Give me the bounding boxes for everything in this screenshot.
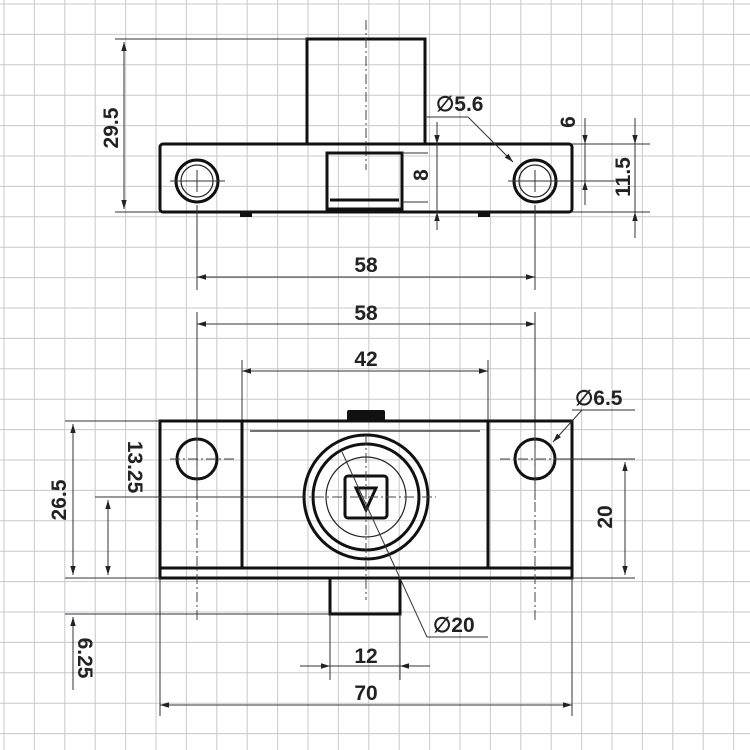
- front-hole-right: [500, 430, 562, 620]
- dim-20: 20: [594, 505, 617, 528]
- dim-70: 70: [354, 682, 377, 705]
- front-hole-left: [170, 430, 235, 620]
- top-foot-left: [240, 211, 252, 217]
- dim-12: 12: [354, 645, 377, 668]
- dim-6-25: 6.25: [73, 638, 96, 679]
- dim-8: 8: [410, 169, 433, 181]
- dim-13-25: 13.25: [123, 441, 146, 494]
- dim-hole-6-5: ∅6.5: [575, 387, 623, 410]
- dim-11-5: 11.5: [612, 157, 635, 197]
- front-view: 58 42 ∅6.5: [48, 302, 635, 716]
- triangle-mark-icon: [353, 486, 379, 514]
- dim-26-5: 26.5: [48, 479, 71, 520]
- dim-58-front: 58: [354, 302, 378, 325]
- front-latch-nub: [347, 410, 385, 421]
- dim-hole-5-6: ∅5.6: [436, 93, 484, 116]
- top-slot: [325, 151, 404, 211]
- top-hole-right: [508, 158, 560, 204]
- dim-cylinder-20: ∅20: [433, 614, 475, 637]
- front-bolt-tab: [328, 576, 402, 616]
- dim-29-5: 29.5: [100, 107, 123, 148]
- top-view: 29.5 ∅5.6 8 6 11.5 58: [100, 20, 650, 290]
- top-foot-right: [478, 211, 490, 217]
- dim-42: 42: [354, 348, 377, 371]
- lock-cylinder: [296, 433, 436, 600]
- dim-6: 6: [557, 116, 580, 128]
- top-hole-left: [170, 158, 225, 204]
- dim-58-top: 58: [354, 254, 378, 277]
